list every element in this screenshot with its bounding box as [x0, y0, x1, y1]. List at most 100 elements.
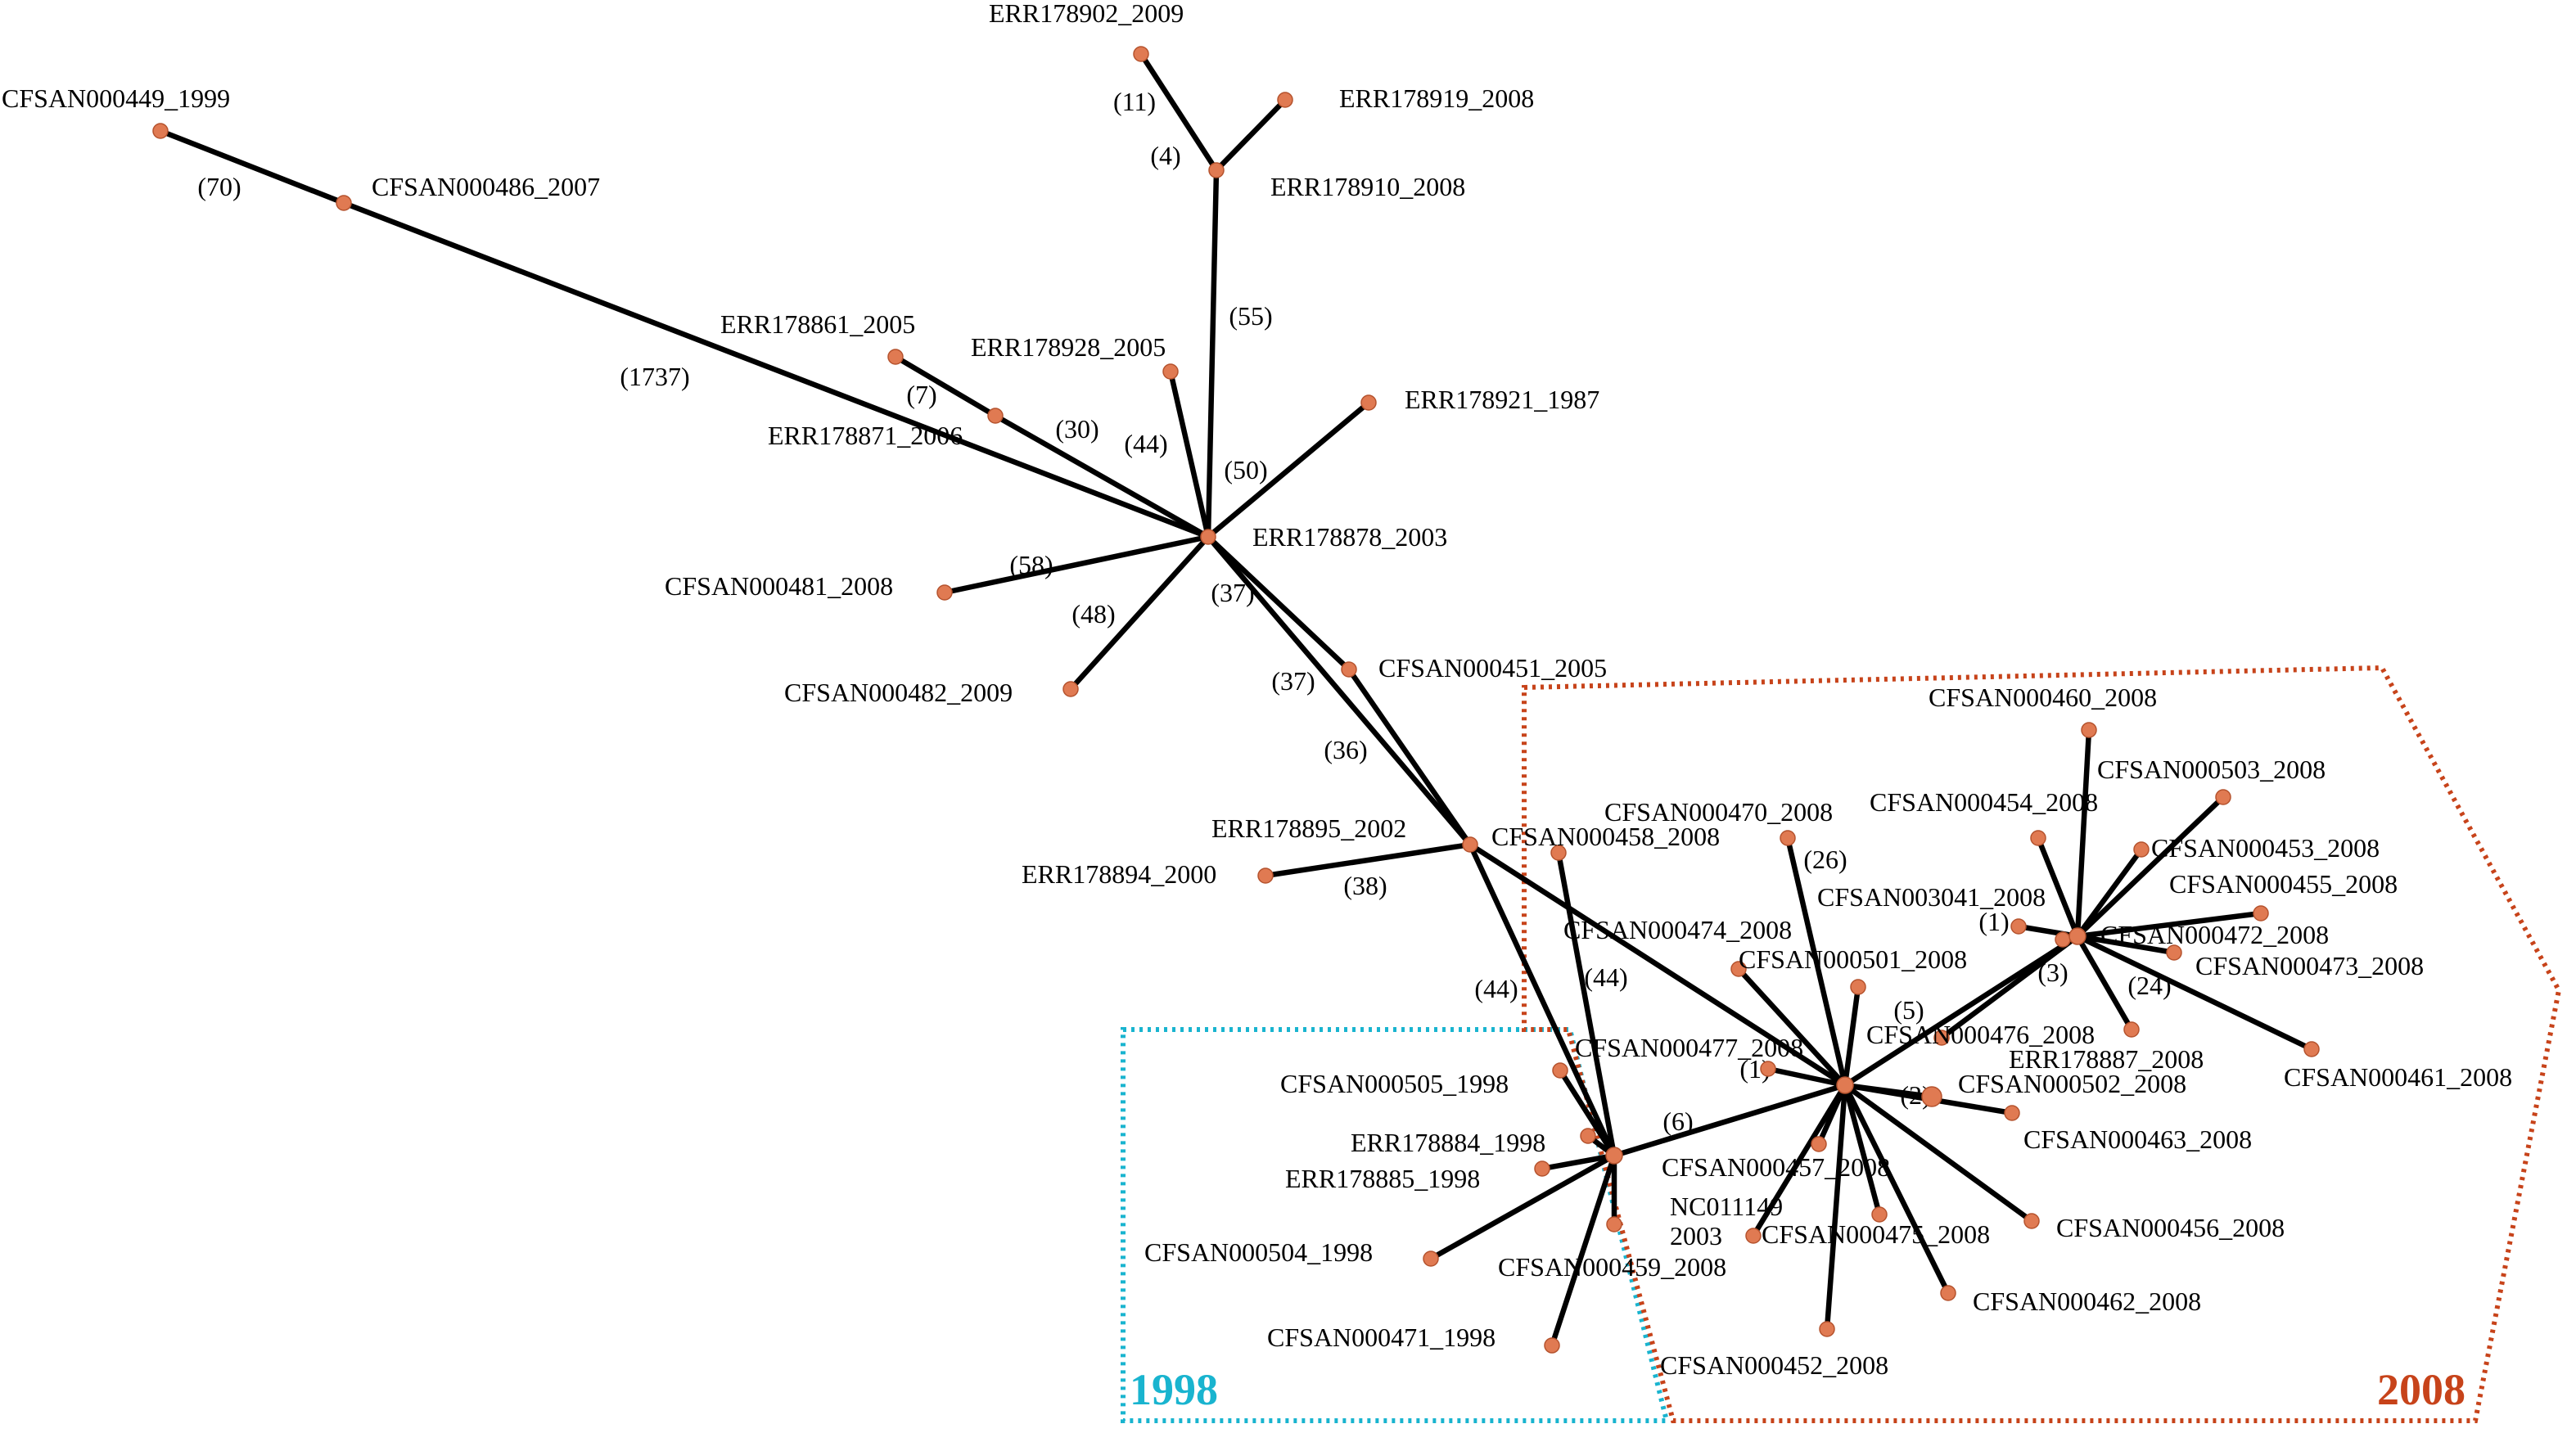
edge-hubB-n456 — [1842, 1082, 2035, 1224]
node-label: CFSAN000476_2008 — [1866, 1020, 2095, 1049]
edge-n501-hubB — [1842, 984, 1861, 1088]
node-ERR178878_2003 — [1200, 529, 1216, 545]
edge-weight-label: (11) — [1113, 87, 1156, 116]
node-label: CFSAN000458_2008 — [1491, 822, 1720, 851]
edge-n473-hubC — [2074, 933, 2177, 956]
node-CFSAN000461_2008 — [2303, 1041, 2320, 1057]
region-1998-outline — [1121, 1027, 1670, 1423]
node-CFSAN000459_2008 — [1606, 1216, 1622, 1232]
edge-hubB-n452 — [1824, 1082, 1848, 1332]
node-ERR178884_1998 — [1580, 1128, 1596, 1144]
edge-n461-hubC — [2074, 933, 2315, 1052]
node-label: ERR178861_2005 — [720, 309, 915, 339]
node-NC011149 — [1745, 1228, 1762, 1244]
edge-weight-label: (37) — [1211, 578, 1254, 607]
edge-weight-label: (30) — [1055, 414, 1099, 444]
node-label: ERR178919_2008 — [1339, 83, 1534, 113]
node-label: CFSAN000454_2008 — [1870, 787, 2098, 817]
edge-layer — [157, 51, 2315, 1349]
node-label: CFSAN000481_2008 — [665, 571, 893, 601]
node-label: CFSAN000456_2008 — [2056, 1213, 2285, 1242]
node-CFSAN000504_1998 — [1423, 1250, 1439, 1267]
node-label: ERR178902_2009 — [989, 0, 1184, 28]
edge-n449-n486 — [157, 128, 347, 206]
node-label: CFSAN000473_2008 — [2195, 951, 2424, 980]
edge-n486-n878 — [341, 200, 1211, 540]
node-label: CFSAN000475_2008 — [1762, 1219, 1990, 1249]
node-label: CFSAN000461_2008 — [2284, 1062, 2512, 1092]
node-CFSAN000462_2008 — [1940, 1285, 1956, 1301]
node-label: ERR178910_2008 — [1270, 172, 1465, 201]
edge-n871-n878 — [992, 412, 1211, 540]
edge-weight-label: (7) — [906, 380, 936, 409]
edge-n887-hubC — [2074, 933, 2135, 1033]
edge-n481-n878 — [941, 534, 1211, 596]
node-label-line2: 2003 — [1670, 1221, 1722, 1250]
edge-weight-label: (44) — [1124, 429, 1167, 458]
edge-n885-hubA — [1539, 1152, 1617, 1172]
edge-n455-hubC — [2074, 910, 2264, 940]
node-CFSAN000454_2008 — [2030, 830, 2046, 846]
edge-n919-n910 — [1213, 97, 1288, 173]
edge-n895-hubA — [1467, 841, 1617, 1159]
region-2008-outline — [1522, 665, 2562, 1423]
edge-hubB-nNC — [1750, 1082, 1848, 1239]
edge-weight-label: (48) — [1071, 599, 1115, 629]
node-CFSAN000482_2009 — [1062, 681, 1079, 697]
node-layer — [152, 46, 2320, 1354]
node-label: ERR178895_2002 — [1211, 813, 1406, 843]
node-label: CFSAN000455_2008 — [2169, 869, 2398, 899]
node-label: CFSAN000459_2008 — [1498, 1252, 1726, 1282]
edge-n861-n871 — [892, 354, 999, 419]
edge-hubB-n462 — [1842, 1082, 1951, 1296]
node-label: ERR178885_1998 — [1285, 1164, 1480, 1193]
edge-n471-hubA — [1549, 1152, 1617, 1349]
edge-n482-n878 — [1067, 534, 1211, 692]
node-label: CFSAN000449_1999 — [2, 83, 230, 113]
edge-weight-label: (70) — [197, 172, 241, 201]
region-1998-label: 1998 — [1130, 1365, 1218, 1414]
node-ERR178895_2002 — [1462, 836, 1478, 853]
node-CFSAN000503_2008 — [2215, 789, 2231, 805]
node-label: CFSAN000502_2008 — [1958, 1069, 2186, 1098]
node-CFSAN000474_2008 — [1730, 961, 1747, 977]
edge-weight-label: (50) — [1224, 455, 1267, 484]
edge-n894-n895 — [1262, 841, 1473, 879]
node-label: CFSAN003041_2008 — [1817, 882, 2046, 912]
node-CFSAN000455_2008 — [2253, 905, 2269, 922]
node-hubC — [2068, 927, 2087, 945]
node-ERR178894_2000 — [1257, 867, 1274, 884]
node-label: ERR178878_2003 — [1252, 522, 1447, 552]
node-label: CFSAN000451_2005 — [1378, 653, 1607, 683]
edge-n476-hubC — [1938, 933, 2081, 1041]
edge-n878-n451 — [1205, 534, 1352, 673]
node-ERR178871_2006 — [987, 408, 1004, 424]
node-label: ERR178887_2008 — [2009, 1044, 2204, 1074]
edge-n504-hubA — [1428, 1152, 1617, 1262]
node-label: CFSAN000462_2008 — [1973, 1287, 2201, 1316]
edge-weight-label: (36) — [1324, 735, 1367, 764]
node-CFSAN000451_2005 — [1341, 661, 1357, 678]
edge-weight-label: (4) — [1150, 141, 1180, 170]
node-CFSAN000475_2008 — [1871, 1206, 1888, 1223]
node-label: ERR178884_1998 — [1351, 1128, 1545, 1157]
node-CFSAN000472_2008 — [2055, 931, 2071, 948]
node-CFSAN000449_1999 — [152, 123, 169, 139]
node-ERR178910_2008 — [1208, 162, 1225, 178]
node-label: ERR178894_2000 — [1022, 859, 1216, 889]
node-CFSAN000502_2008 — [1921, 1086, 1942, 1107]
edge-hubB-hubC — [1842, 933, 2081, 1088]
node-label: CFSAN000472_2008 — [2100, 920, 2329, 949]
node-label: CFSAN000477_2008 — [1575, 1033, 1803, 1062]
node-CFSAN000471_1998 — [1544, 1337, 1560, 1354]
edge-n477-hubB — [1765, 1066, 1848, 1088]
node-CFSAN000456_2008 — [2023, 1213, 2040, 1229]
edge-weight-label: (58) — [1009, 550, 1053, 579]
node-label: CFSAN000457_2008 — [1662, 1152, 1890, 1182]
edge-n895-hubB — [1467, 841, 1848, 1088]
edge-n902-n910 — [1138, 51, 1220, 173]
node-CFSAN000457_2008 — [1811, 1136, 1827, 1152]
node-label: CFSAN000453_2008 — [2151, 833, 2380, 863]
node-hubA — [1605, 1147, 1623, 1165]
